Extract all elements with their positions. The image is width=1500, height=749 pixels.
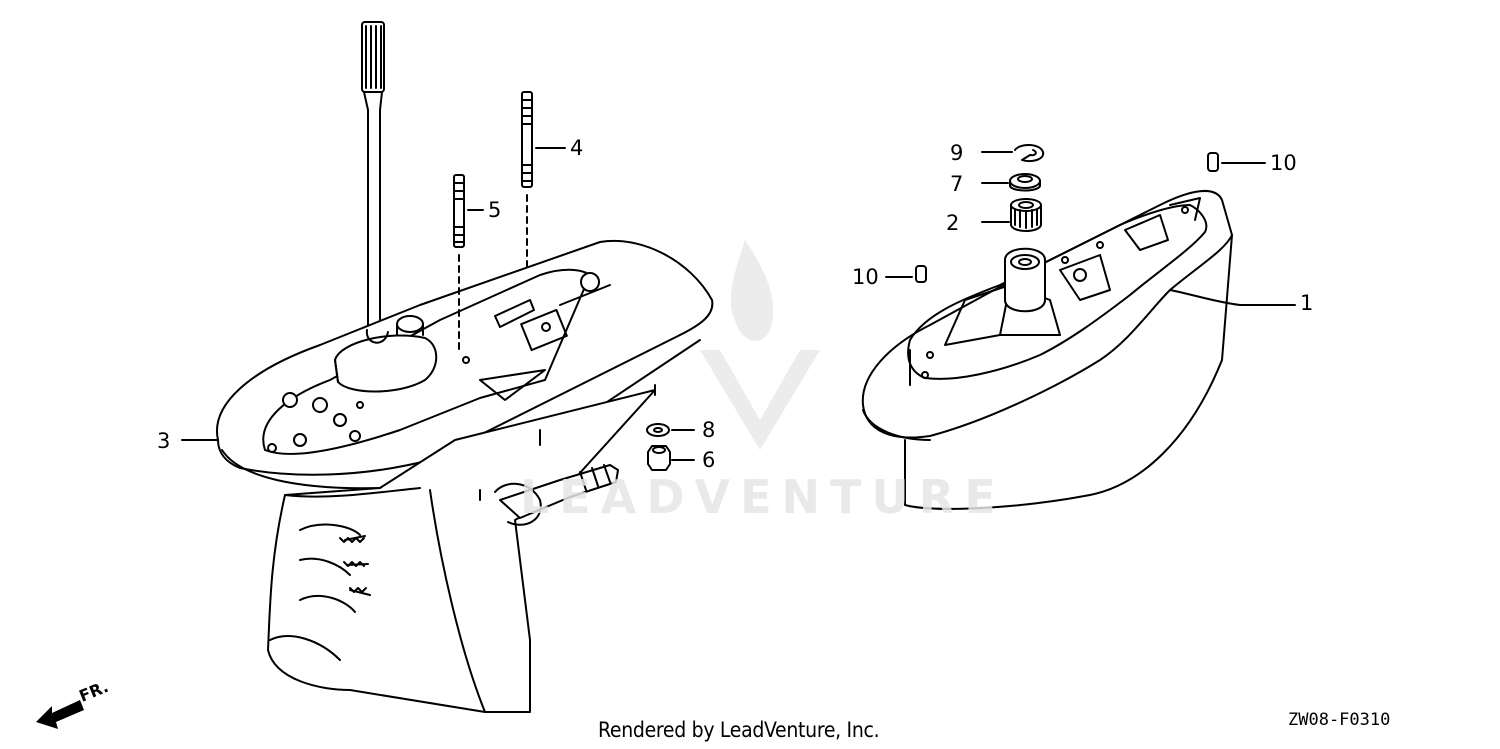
watermark-text: LEADVENTURE	[520, 470, 1006, 524]
callout-4[interactable]: 4	[570, 136, 584, 160]
stud-part-5	[453, 174, 484, 351]
front-arrow-icon: FR.	[36, 677, 111, 729]
stud-part-4	[521, 91, 566, 271]
dowel-pin-part-10-left	[885, 265, 927, 283]
callout-10-right[interactable]: 10	[1270, 151, 1297, 175]
extension-case-part-1	[861, 189, 1241, 510]
callout-9[interactable]: 9	[950, 141, 964, 165]
callout-5[interactable]: 5	[488, 198, 502, 222]
seal-part-7	[981, 173, 1041, 192]
diagram-code: ZW08-F0310	[1288, 710, 1391, 730]
dowel-pin-part-10-right	[1207, 152, 1266, 172]
front-marker-label: FR.	[76, 677, 111, 706]
clip-part-9	[981, 144, 1045, 163]
render-credit: Rendered by LeadVenture, Inc.	[598, 718, 880, 742]
washer-part-8	[646, 423, 695, 437]
callout-6[interactable]: 6	[702, 448, 716, 472]
callout-8[interactable]: 8	[702, 418, 716, 442]
watermark-logo	[700, 240, 820, 450]
bearing-part-2	[981, 198, 1042, 232]
callout-3[interactable]: 3	[157, 429, 171, 453]
nut-part-6	[647, 445, 695, 471]
callout-2[interactable]: 2	[946, 211, 960, 235]
callout-7[interactable]: 7	[950, 172, 964, 196]
callout-1[interactable]: 1	[1300, 291, 1314, 315]
callout-10-left[interactable]: 10	[852, 265, 879, 289]
gear-case-part-3	[216, 21, 714, 713]
